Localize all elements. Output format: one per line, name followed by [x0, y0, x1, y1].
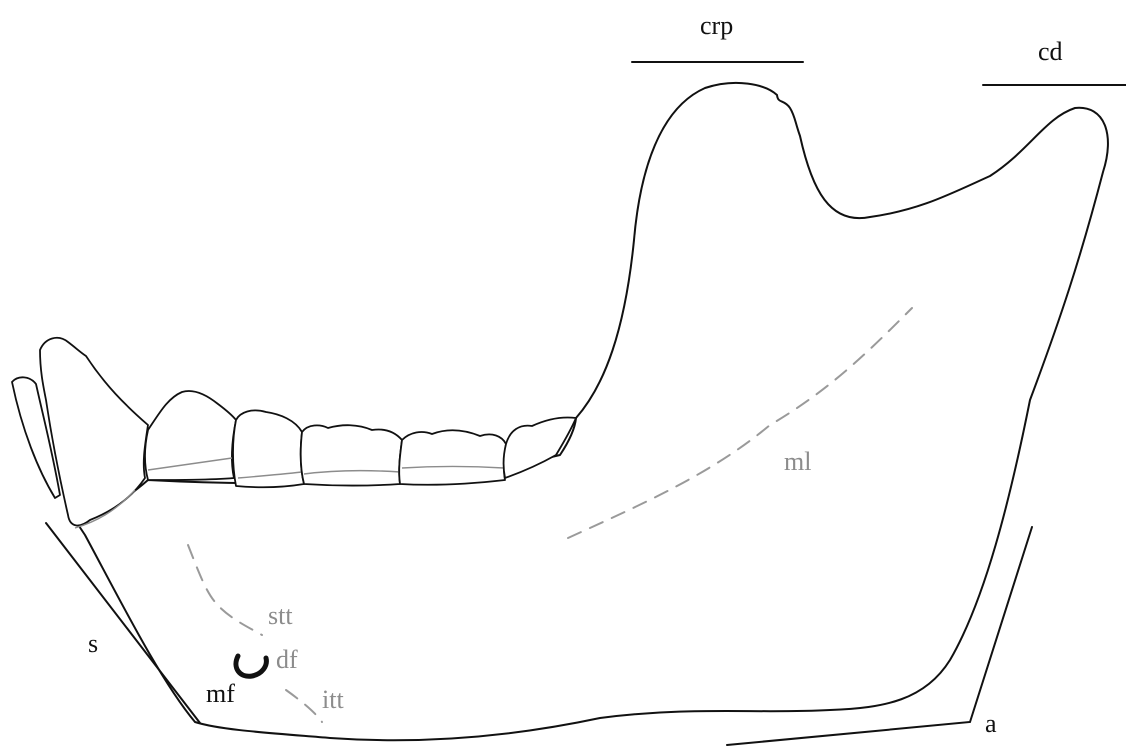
s-label: s: [88, 629, 98, 658]
tooth-trace-line-lower: [286, 690, 322, 722]
a-label: a: [985, 709, 997, 738]
mental-foramen-marker: [236, 656, 266, 676]
tooth-trace-line: [188, 545, 262, 635]
molar-1-tooth: [301, 425, 402, 485]
df-label: df: [276, 645, 298, 674]
mylohyoid-line: [568, 308, 912, 538]
teeth-row: [12, 338, 576, 528]
ml-label: ml: [784, 447, 811, 476]
mf-label: mf: [206, 679, 235, 708]
itt-label: itt: [322, 685, 344, 714]
crp-label: crp: [700, 11, 733, 40]
stt-label: stt: [268, 601, 293, 630]
s-reference-line: [46, 523, 200, 723]
premolar-1-tooth: [145, 391, 236, 480]
molar-2-tooth: [399, 430, 506, 484]
cd-label: cd: [1038, 37, 1063, 66]
mandible-outline: [75, 83, 1108, 740]
